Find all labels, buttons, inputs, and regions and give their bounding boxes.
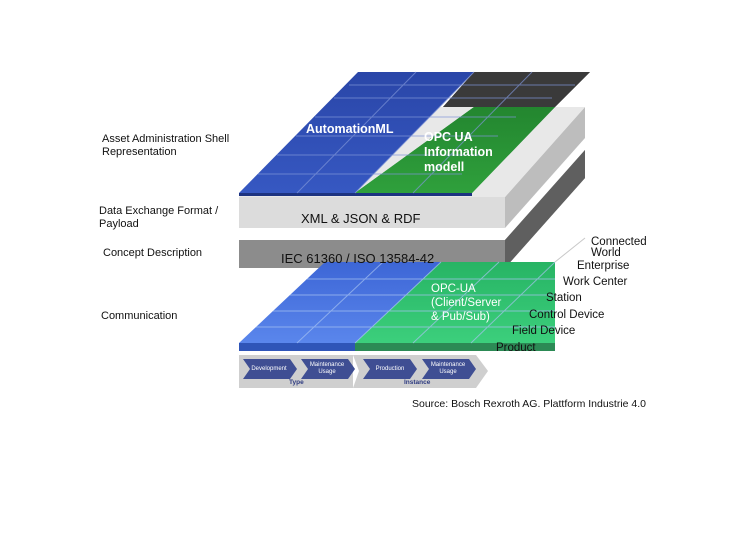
hierarchy-control-device: Control Device (529, 309, 605, 321)
chevron-production (363, 359, 417, 379)
label-concept-description: Concept Description (103, 247, 203, 259)
hierarchy-station: Station (546, 292, 582, 304)
lifecycle-step-production: Production (375, 365, 405, 372)
lifecycle-group-type: Type (289, 379, 304, 386)
chevron-development (243, 359, 297, 379)
source-citation: Source: Bosch Rexroth AG. Plattform Indu… (412, 398, 647, 410)
lifecycle-group-instance: Instance (404, 379, 431, 386)
lifecycle-step-development: Development (251, 365, 287, 372)
lifecycle-step-maintenance-usage-instance: Maintenance Usage (430, 362, 466, 375)
label-xml-json-rdf: XML & JSON & RDF (301, 211, 421, 226)
lifecycle-step-maintenance-usage-type: Maintenance Usage (309, 362, 345, 375)
hierarchy-product: Product (496, 342, 536, 354)
lifecycle-chevrons (243, 359, 476, 379)
concept-description-layer (239, 150, 585, 268)
chevron-maintenance-type (301, 359, 355, 379)
hierarchy-staircase (554, 237, 586, 263)
label-communication: Communication (101, 310, 178, 322)
chevron-maintenance-instance (422, 359, 476, 379)
label-data-exchange-format: Data Exchange Format / Payload (99, 205, 219, 230)
label-iec-iso: IEC 61360 / ISO 13584-42 (281, 251, 435, 266)
hierarchy-enterprise: Enterprise (577, 260, 630, 272)
label-aas-representation: Asset Administration Shell Representatio… (102, 133, 230, 158)
hierarchy-work-center: Work Center (563, 276, 628, 288)
hierarchy-connected-world: Connected World (591, 236, 647, 259)
label-automationml: AutomationML (306, 122, 394, 136)
communication-grid (239, 261, 556, 351)
label-opcua-information-model: OPC UA Information modell (424, 130, 493, 174)
label-opcua-communication: OPC-UA (Client/Server & Pub/Sub) (431, 283, 502, 323)
hierarchy-field-device: Field Device (512, 325, 576, 337)
aas-grid (239, 71, 590, 196)
